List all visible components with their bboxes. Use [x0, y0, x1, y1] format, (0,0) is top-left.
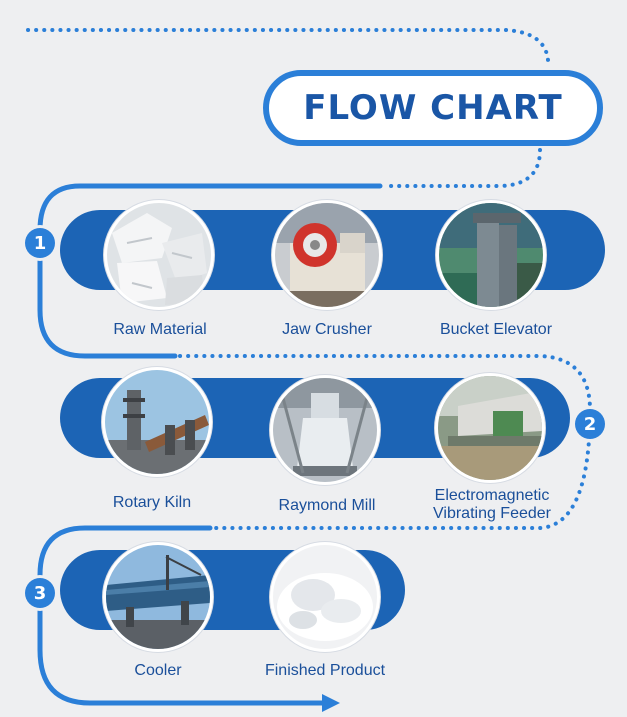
jaw-crusher-image [272, 200, 382, 310]
jaw-crusher-icon [275, 203, 379, 307]
rotary-kiln-image [102, 367, 212, 477]
raw-material-image [104, 200, 214, 310]
rotary-kiln-icon [105, 370, 209, 474]
rotary-kiln-label: Rotary Kiln [112, 494, 192, 511]
cooler-image [103, 542, 213, 652]
cooler-label: Cooler [134, 662, 182, 679]
jaw-crusher-label: Jaw Crusher [282, 321, 372, 338]
feeder-label-line1: Electromagnetic [434, 487, 550, 504]
page-title: FLOW CHART [303, 88, 563, 128]
feeder-label-line2: Vibrating Feeder [433, 505, 551, 522]
dotted-line-title-to-row1 [383, 148, 542, 188]
solid-line-row3 [37, 525, 328, 706]
title-pill: FLOW CHART [263, 70, 603, 146]
finished-product-image [270, 542, 380, 652]
vibrating-feeder-icon [438, 376, 542, 480]
bucket-elevator-image [436, 200, 546, 310]
raw-material-label: Raw Material [113, 321, 207, 338]
step-2-badge: 2 [575, 409, 605, 439]
raymond-mill-icon [273, 378, 377, 482]
bucket-elevator-label: Bucket Elevator [439, 321, 553, 338]
raymond-mill-label: Raymond Mill [278, 497, 376, 514]
step-1-badge: 1 [25, 228, 55, 258]
dotted-line-top [26, 28, 550, 62]
arrow-head [322, 694, 340, 712]
limestone-rock-icon [107, 203, 211, 307]
raymond-mill-image [270, 375, 380, 485]
bucket-elevator-icon [439, 203, 543, 307]
finished-product-label: Finished Product [264, 662, 386, 679]
cooler-icon [106, 545, 210, 649]
solid-line-row1 [37, 183, 383, 359]
step-3-badge: 3 [25, 578, 55, 608]
feeder-image [435, 373, 545, 483]
lime-powder-icon [273, 545, 377, 649]
